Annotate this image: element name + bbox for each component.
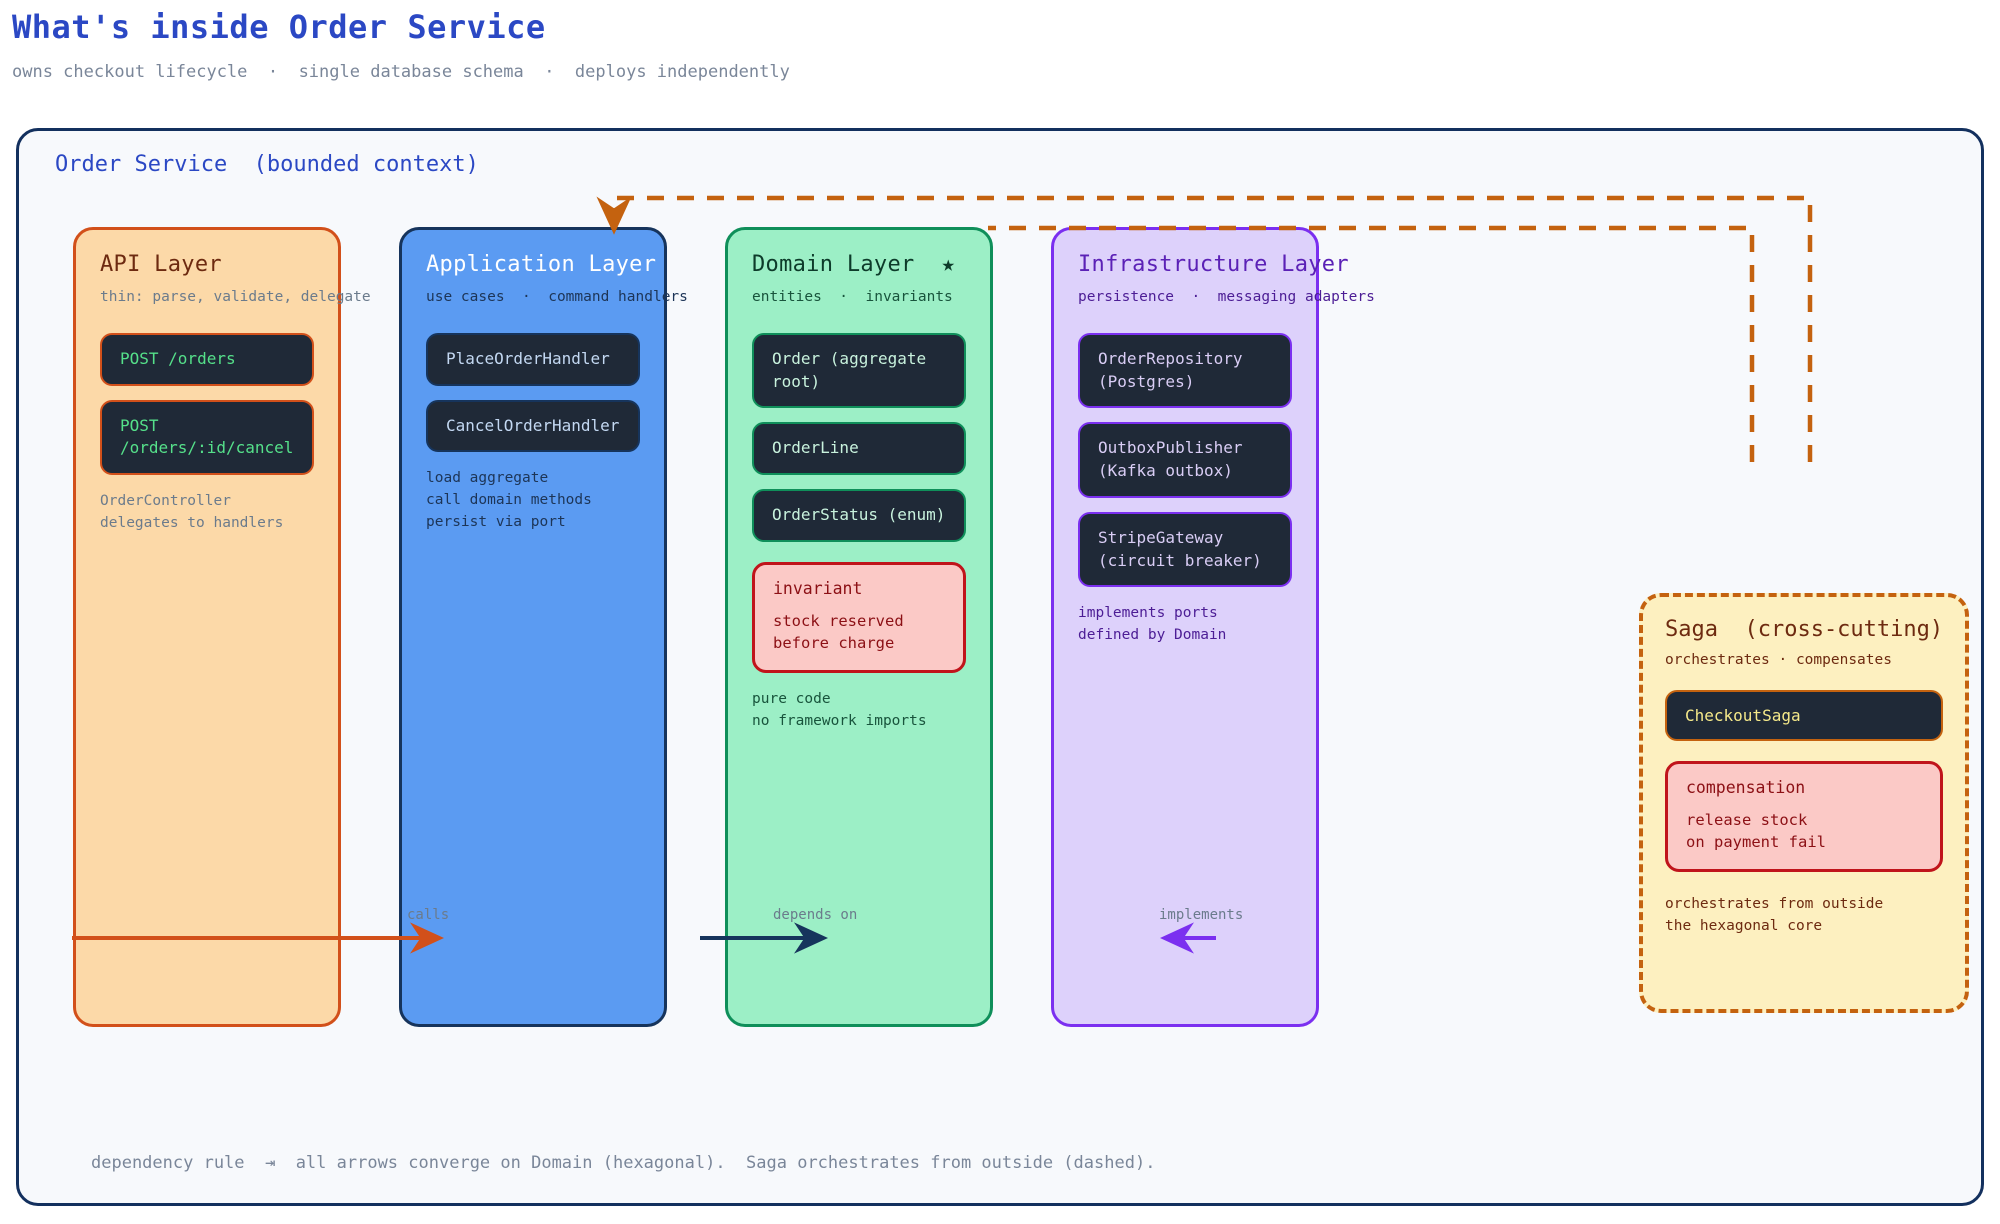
infrastructure-adapter-chip[interactable]: OutboxPublisher (Kafka outbox) <box>1078 422 1292 498</box>
layer-api-title: API Layer <box>100 252 222 277</box>
layer-infrastructure-note: implements ports defined by Domain <box>1078 605 1227 644</box>
saga-subtitle: orchestrates · compensates <box>1665 652 1892 668</box>
layer-application-note: load aggregate call domain methods persi… <box>426 470 592 530</box>
saga-cross-cutting-box[interactable]: Saga (cross-cutting) orchestrates · comp… <box>1639 593 1969 1013</box>
layer-api-subtitle: thin: parse, validate, delegate <box>100 289 371 305</box>
arrow-label-calls: calls <box>407 907 450 923</box>
bounded-context-title: Order Service (bounded context) <box>55 152 479 177</box>
layer-api[interactable]: API Layer thin: parse, validate, delegat… <box>73 227 371 1027</box>
domain-entity-chip[interactable]: OrderStatus (enum) <box>752 489 966 542</box>
layer-domain[interactable]: Domain Layer ★ entities · invariants Ord… <box>725 227 993 1027</box>
page-title: What's inside Order Service <box>12 8 546 46</box>
infrastructure-adapter-chip[interactable]: StripeGateway (circuit breaker) <box>1078 511 1292 588</box>
layer-application-title: Application Layer <box>426 252 657 277</box>
api-endpoint-chip[interactable]: POST /orders <box>100 333 314 386</box>
compensation-callout: compensation release stock on payment fa… <box>1665 761 1943 872</box>
saga-title: Saga (cross-cutting) <box>1665 617 1944 642</box>
layer-infrastructure-title: Infrastructure Layer <box>1078 252 1349 277</box>
arrow-label-depends-on: depends on <box>773 907 858 923</box>
api-endpoint-chip[interactable]: POST /orders/:id/cancel <box>100 399 314 476</box>
invariant-callout-body: stock reserved before charge <box>773 611 904 652</box>
layer-domain-title: Domain Layer ★ <box>752 252 956 277</box>
layer-api-note: OrderController delegates to handlers <box>100 493 284 531</box>
saga-chip[interactable]: CheckoutSaga <box>1665 690 1943 741</box>
application-handler-chip[interactable]: CancelOrderHandler <box>426 399 640 453</box>
application-handler-chip[interactable]: PlaceOrderHandler <box>426 333 640 386</box>
domain-entity-chip[interactable]: Order (aggregate root) <box>752 333 966 409</box>
dependency-rule-footer: dependency rule ⇥ all arrows converge on… <box>91 1153 1156 1173</box>
compensation-callout-title: compensation <box>1686 778 1806 797</box>
compensation-callout-body: release stock on payment fail <box>1686 811 1826 851</box>
page-subtitle: owns checkout lifecycle · single databas… <box>12 62 790 82</box>
domain-entity-chip[interactable]: OrderLine <box>752 422 966 476</box>
saga-note: orchestrates from outside the hexagonal … <box>1665 896 1884 934</box>
invariant-callout: invariant stock reserved before charge <box>752 561 966 673</box>
layer-domain-note: pure code no framework imports <box>752 690 927 729</box>
layer-infrastructure-subtitle: persistence · messaging adapters <box>1078 289 1375 305</box>
layer-domain-subtitle: entities · invariants <box>752 289 953 305</box>
infrastructure-adapter-chip[interactable]: OrderRepository (Postgres) <box>1078 333 1292 409</box>
bounded-context-frame: Order Service (bounded context) API Laye… <box>16 128 1984 1206</box>
arrow-label-implements: implements <box>1159 907 1244 923</box>
invariant-callout-title: invariant <box>773 578 863 598</box>
layer-application-subtitle: use cases · command handlers <box>426 289 688 305</box>
